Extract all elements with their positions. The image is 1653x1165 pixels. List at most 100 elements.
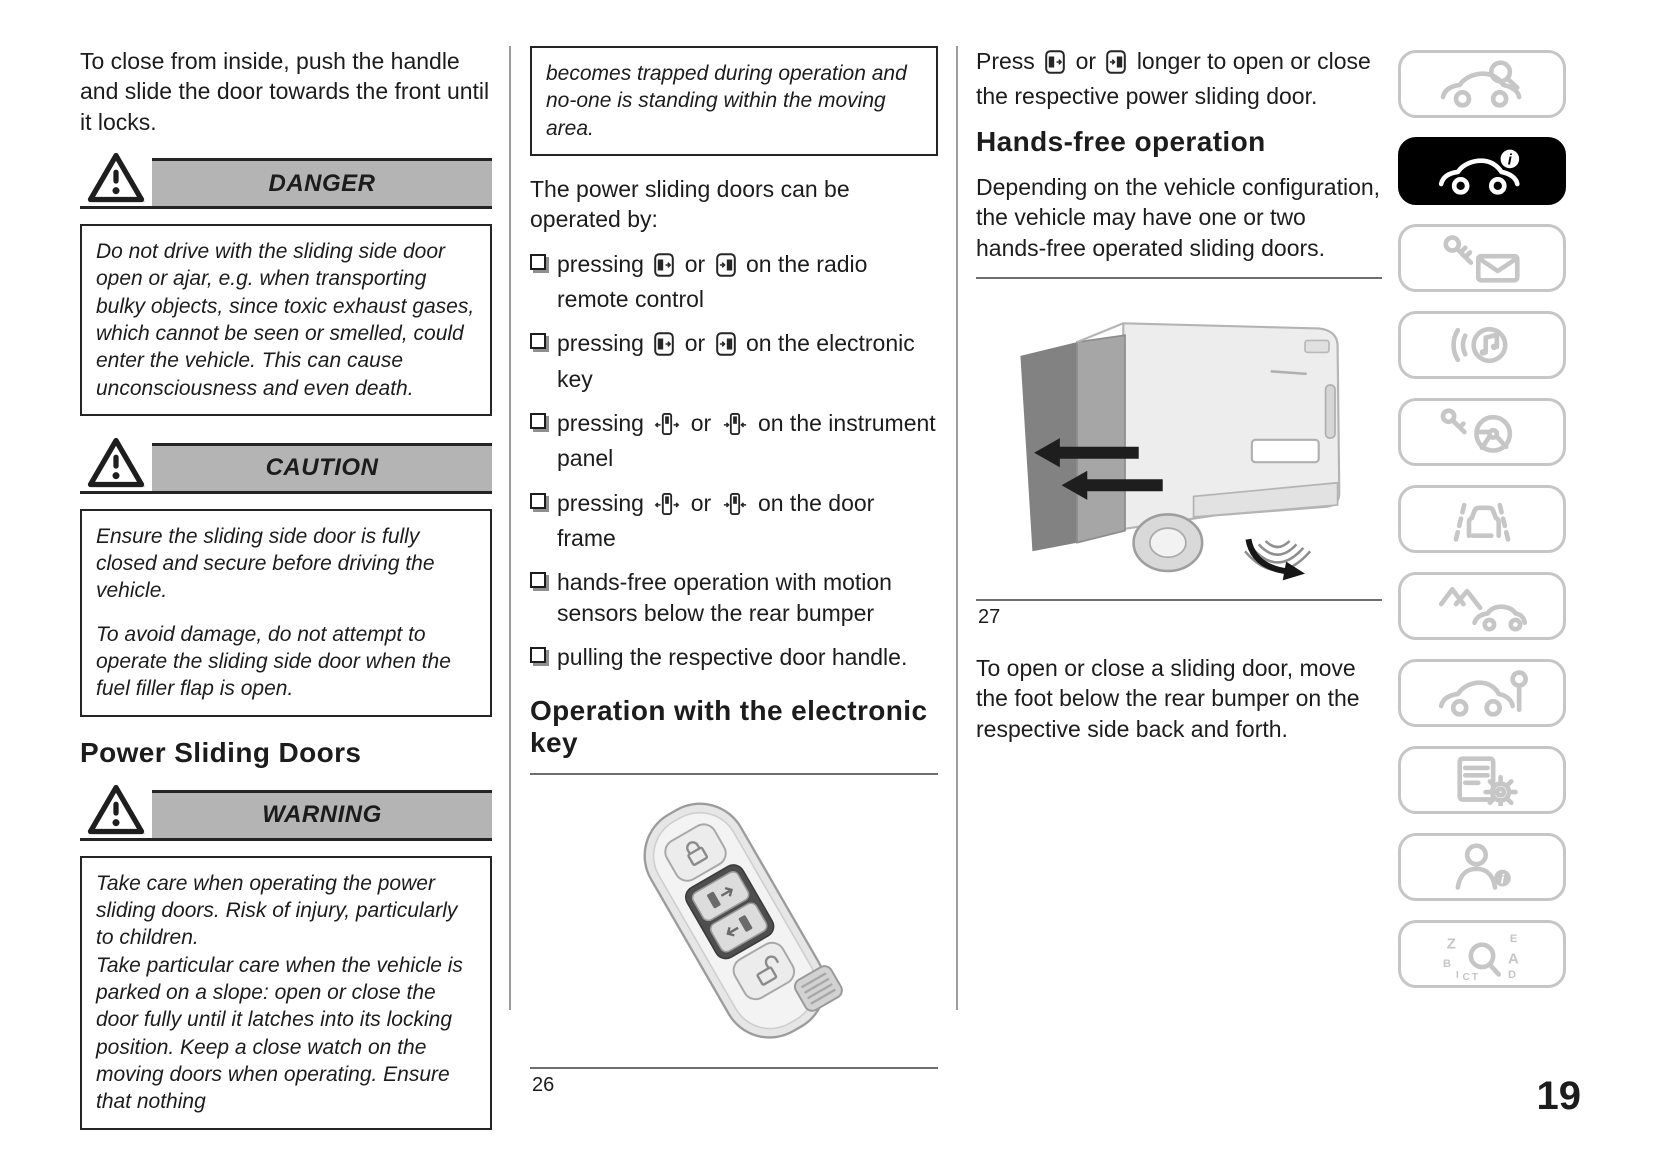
- page-number: 19: [1536, 1074, 1582, 1118]
- bullet-square-icon: [530, 572, 546, 589]
- danger-band: DANGER: [152, 158, 492, 207]
- middle-column: becomes trapped during operation and no-…: [530, 46, 938, 1097]
- warning-triangle-icon: [80, 151, 152, 206]
- column-divider: [509, 46, 511, 1010]
- list-item-text: pressing or on the instrument panel: [557, 410, 936, 472]
- bullet-square-icon: [530, 413, 546, 430]
- list-item: hands-free operation with motion sensors…: [530, 567, 938, 628]
- navigation-audio-icon: [1451, 326, 1508, 364]
- car-search-icon: [1440, 60, 1522, 108]
- list-item: pressing or on the door frame: [530, 488, 938, 554]
- press-paragraph: Press or longer to open or close the res…: [976, 48, 1371, 110]
- car-service-icon: [1438, 670, 1528, 717]
- section-heading-electronic-key: Operation with the electronic key: [530, 694, 928, 758]
- warning-continuation-text: becomes trapped during operation and no-…: [546, 62, 907, 140]
- list-item-text: pressing or on the electronic key: [557, 330, 915, 392]
- sidebar-tab-emergency[interactable]: [1398, 572, 1566, 640]
- door-close-button-icon: [715, 252, 736, 284]
- caution-band: CAUTION: [152, 442, 492, 491]
- sidebar-tab-driver-assistance[interactable]: [1398, 485, 1566, 553]
- svg-text:T: T: [1472, 972, 1479, 980]
- caution-text-2: To avoid damage, do not attempt to opera…: [96, 622, 451, 701]
- sidebar-tab-navigation[interactable]: [1398, 311, 1566, 379]
- danger-text: Do not drive with the sliding side door …: [96, 240, 475, 400]
- list-item: pressing or on the radio remote control: [530, 249, 938, 315]
- sidebar-tab-vehicle-info[interactable]: i: [1398, 137, 1566, 205]
- figure-electronic-key: 26: [530, 772, 938, 1097]
- figure-rule: [530, 772, 938, 775]
- figure-rule: [530, 1066, 938, 1069]
- warning-section: WARNING Take care when operating the pow…: [80, 783, 492, 1130]
- sidebar-tab-customer-info[interactable]: i: [1398, 833, 1566, 901]
- car-info-icon: i: [1438, 149, 1520, 195]
- sidebar-tab-index[interactable]: Z E B A I C T D: [1398, 920, 1566, 988]
- sidebar-tab-technical-data[interactable]: [1398, 746, 1566, 814]
- person-info-icon: i: [1455, 843, 1511, 890]
- figure-hands-free: 27: [976, 276, 1382, 629]
- list-item: pulling the respective door handle.: [530, 642, 938, 672]
- warning-triangle-icon: [80, 436, 152, 491]
- sidebar-tab-keys-messages[interactable]: [1398, 224, 1566, 292]
- lane-driving-icon: [1453, 498, 1511, 542]
- caution-text-1: Ensure the sliding side door is fully cl…: [96, 524, 435, 603]
- sidebar-tab-driving[interactable]: [1398, 398, 1566, 466]
- sidebar-tab-service[interactable]: [1398, 659, 1566, 727]
- section-tab-bar: i: [1398, 50, 1566, 1007]
- van-rear-illustration: [976, 279, 1382, 599]
- electronic-key-illustration: [530, 775, 938, 1067]
- column-divider: [956, 46, 958, 1010]
- svg-text:B: B: [1443, 958, 1451, 970]
- hands-free-instruction: To open or close a sliding door, move th…: [976, 654, 1360, 742]
- warning-continuation-box: becomes trapped during operation and no-…: [530, 46, 938, 156]
- warning-label: WARNING: [262, 801, 382, 829]
- section-heading-hands-free: Hands-free operation: [976, 125, 1266, 157]
- danger-label: DANGER: [268, 169, 376, 197]
- warning-header: WARNING: [80, 783, 492, 841]
- key-message-icon: [1443, 235, 1520, 283]
- spec-sheet-gear-icon: [1457, 756, 1518, 806]
- svg-text:Z: Z: [1447, 936, 1456, 952]
- door-open-button-icon: [1045, 50, 1065, 81]
- list-item: pressing or on the instrument panel: [530, 408, 938, 474]
- right-column: Press or longer to open or close the res…: [976, 46, 1382, 758]
- panel-door-open-icon: [654, 492, 680, 523]
- steering-key-icon: [1440, 408, 1513, 453]
- caution-text-box: Ensure the sliding side door is fully cl…: [80, 508, 492, 717]
- left-column: To close from inside, push the handle an…: [80, 46, 492, 1150]
- caution-label: CAUTION: [265, 454, 379, 482]
- figure-number: 26: [532, 1073, 555, 1096]
- svg-text:E: E: [1510, 933, 1517, 945]
- svg-text:i: i: [1501, 872, 1505, 887]
- door-open-button-icon: [654, 332, 675, 363]
- hands-free-body: Depending on the vehicle configuration, …: [976, 173, 1381, 261]
- operation-intro: The power sliding doors can be operated …: [530, 175, 850, 233]
- alphabetical-index-icon: Z E B A I C T D: [1443, 933, 1519, 980]
- warning-triangle-icon: [80, 783, 152, 838]
- list-item-text: hands-free operation with motion sensors…: [557, 569, 892, 626]
- panel-door-open-icon: [654, 412, 680, 443]
- car-terrain-icon: [1438, 586, 1528, 632]
- warning-text-box: Take care when operating the power slidi…: [80, 855, 492, 1130]
- warning-band: WARNING: [152, 789, 492, 838]
- svg-text:C: C: [1463, 972, 1471, 980]
- list-item: pressing or on the electronic key: [530, 328, 938, 394]
- svg-text:I: I: [1456, 970, 1459, 980]
- warning-text-1: Take care when operating the power slidi…: [96, 871, 458, 950]
- danger-section: DANGER Do not drive with the sliding sid…: [80, 151, 492, 416]
- danger-text-box: Do not drive with the sliding side door …: [80, 224, 492, 416]
- bullet-square-icon: [530, 253, 546, 270]
- figure-number: 27: [978, 605, 1001, 628]
- warning-text-2: Take particular care when the vehicle is…: [96, 953, 463, 1114]
- intro-paragraph: To close from inside, push the handle an…: [80, 48, 490, 135]
- list-item-text: pressing or on the radio remote control: [557, 250, 868, 312]
- figure-rule: [976, 598, 1382, 601]
- sidebar-tab-overview[interactable]: [1398, 50, 1566, 118]
- caution-header: CAUTION: [80, 436, 492, 494]
- section-heading-power-sliding-doors: Power Sliding Doors: [80, 736, 362, 768]
- svg-text:D: D: [1508, 969, 1516, 980]
- svg-text:i: i: [1508, 153, 1513, 169]
- svg-text:A: A: [1508, 951, 1519, 967]
- panel-door-close-icon: [722, 412, 748, 443]
- door-close-button-icon: [715, 332, 736, 363]
- list-item-text: pulling the respective door handle.: [557, 644, 908, 671]
